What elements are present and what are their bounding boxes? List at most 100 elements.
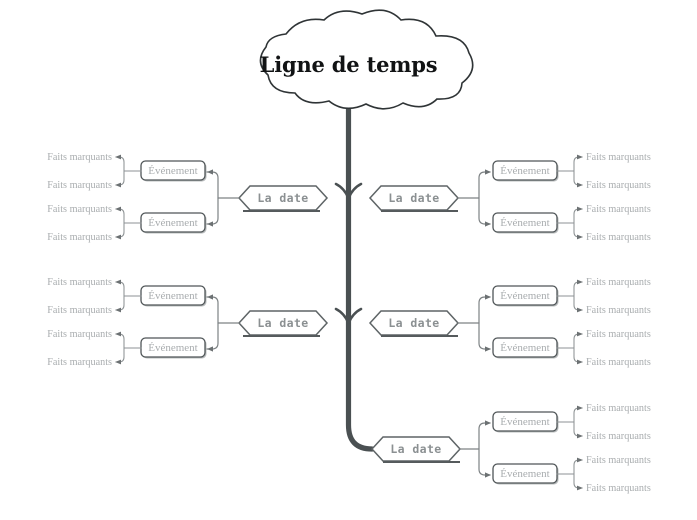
arrow-fact1-right-2-1 <box>577 279 583 285</box>
event-node-left-1-1[interactable]: Événement <box>140 160 207 182</box>
event-label-right-1-1: Événement <box>500 165 549 177</box>
fact-label-right-2-2-1: Faits marquants <box>586 329 651 340</box>
link-fact1-right-1-1 <box>573 156 583 172</box>
arrow-ev1-right-3 <box>485 420 491 426</box>
arrow-ev1-left-1 <box>207 169 213 175</box>
link-fact1-right-3-2 <box>573 459 583 475</box>
arrow-fact2-right-1-2 <box>577 234 583 240</box>
event-node-right-3-2[interactable]: Événement <box>492 463 559 485</box>
arrow-fact2-right-3-2 <box>577 485 583 491</box>
arrow-ev2-right-1 <box>485 221 491 227</box>
link-fact1-right-3-1 <box>573 407 583 423</box>
arrow-fact1-right-1-2 <box>577 206 583 212</box>
link-fact1-right-2-2 <box>573 333 583 349</box>
fact-label-right-1-2-2: Faits marquants <box>586 232 651 243</box>
date-node-left-2[interactable]: La date <box>237 310 329 337</box>
event-node-left-1-2[interactable]: Événement <box>140 212 207 234</box>
event-node-right-3-1[interactable]: Événement <box>492 411 559 433</box>
branch-right-1: La date Événement Faits marquants Faits … <box>368 152 651 243</box>
link-fact2-left-1-1 <box>115 170 125 186</box>
date-label-right-2: La date <box>388 316 439 330</box>
fact-label-left-2-1-1: Faits marquants <box>47 277 112 288</box>
arrow-ev2-left-1 <box>207 221 213 227</box>
link-spine-ev2-left-1 <box>206 197 219 225</box>
fact-label-left-2-2-2: Faits marquants <box>47 357 112 368</box>
arrow-ev2-left-2 <box>207 346 213 352</box>
fact-label-right-3-2-1: Faits marquants <box>586 455 651 466</box>
date-label-left-1: La date <box>257 191 308 205</box>
event-label-left-2-1: Événement <box>148 290 197 302</box>
link-fact1-right-1-2 <box>573 208 583 224</box>
fact-label-right-1-1-2: Faits marquants <box>586 180 651 191</box>
fact-label-right-2-1-1: Faits marquants <box>586 277 651 288</box>
event-label-left-1-1: Événement <box>148 165 197 177</box>
fact-label-left-2-2-1: Faits marquants <box>47 329 112 340</box>
fact-label-left-1-2-1: Faits marquants <box>47 204 112 215</box>
event-node-left-2-1[interactable]: Événement <box>140 285 207 307</box>
fact-label-right-3-1-1: Faits marquants <box>586 403 651 414</box>
cloud-shape <box>259 9 474 110</box>
event-node-right-1-2[interactable]: Événement <box>492 212 559 234</box>
arrow-fact1-right-1-1 <box>577 154 583 160</box>
link-spine-ev2-right-1 <box>478 197 491 225</box>
fact-label-left-2-1-2: Faits marquants <box>47 305 112 316</box>
link-fact2-right-2-2 <box>573 347 583 363</box>
date-node-left-1[interactable]: La date <box>237 185 329 212</box>
link-spine-ev1-right-1 <box>478 171 491 199</box>
link-fact1-left-2-1 <box>115 281 125 297</box>
link-fact1-left-1-2 <box>115 208 125 224</box>
event-label-left-1-2: Événement <box>148 217 197 229</box>
link-spine-ev2-left-2 <box>206 322 219 350</box>
arrow-fact1-right-2-2 <box>577 331 583 337</box>
arrow-fact1-right-3-1 <box>577 405 583 411</box>
arrow-fact1-left-1-2 <box>115 206 121 212</box>
arrow-ev1-right-2 <box>485 294 491 300</box>
link-spine-ev2-right-2 <box>478 322 491 350</box>
link-spine-ev1-right-3 <box>478 422 491 450</box>
hex-shape-left-2 <box>237 310 329 336</box>
link-fact1-left-2-2 <box>115 333 125 349</box>
link-fact2-right-2-1 <box>573 295 583 311</box>
date-label-left-2: La date <box>257 316 308 330</box>
link-fact2-left-2-1 <box>115 295 125 311</box>
date-node-right-3[interactable]: La date <box>370 436 462 463</box>
link-fact2-left-2-2 <box>115 347 125 363</box>
link-fact1-right-2-1 <box>573 281 583 297</box>
fact-label-left-1-2-2: Faits marquants <box>47 232 112 243</box>
trunk-flare-left-2 <box>334 307 350 325</box>
link-spine-ev1-left-1 <box>206 171 219 199</box>
arrow-fact2-right-3-1 <box>577 433 583 439</box>
trunk-flare-right-1 <box>347 182 363 200</box>
arrow-fact1-right-3-2 <box>577 457 583 463</box>
link-fact2-left-1-2 <box>115 222 125 238</box>
branch-right-3: La date Événement Faits marquants Faits … <box>370 403 651 494</box>
link-fact2-right-3-2 <box>573 473 583 489</box>
arrow-fact2-left-1-1 <box>115 182 121 188</box>
root-cloud[interactable]: Ligne de temps <box>259 9 474 110</box>
arrow-fact1-left-2-2 <box>115 331 121 337</box>
trunk-spine <box>345 98 375 452</box>
date-node-right-1[interactable]: La date <box>368 185 460 212</box>
event-label-left-2-2: Événement <box>148 342 197 354</box>
arrow-ev2-right-2 <box>485 346 491 352</box>
event-label-right-3-2: Événement <box>500 468 549 480</box>
trunk-flare-right-2 <box>347 307 363 325</box>
event-node-right-2-2[interactable]: Événement <box>492 337 559 359</box>
arrow-fact1-left-2-1 <box>115 279 121 285</box>
event-label-right-1-2: Événement <box>500 217 549 229</box>
date-node-right-2[interactable]: La date <box>368 310 460 337</box>
link-fact2-right-1-2 <box>573 222 583 238</box>
hex-shape-left-1 <box>237 185 329 211</box>
event-node-right-2-1[interactable]: Événement <box>492 285 559 307</box>
arrow-fact2-left-2-1 <box>115 307 121 313</box>
link-spine-ev1-right-2 <box>478 296 491 324</box>
arrow-fact2-left-1-2 <box>115 234 121 240</box>
event-node-left-2-2[interactable]: Événement <box>140 337 207 359</box>
event-label-right-3-1: Événement <box>500 416 549 428</box>
date-label-right-1: La date <box>388 191 439 205</box>
trunk-flare-left-1 <box>334 182 350 200</box>
link-spine-ev2-right-3 <box>478 448 491 476</box>
event-label-right-2-2: Événement <box>500 342 549 354</box>
event-node-right-1-1[interactable]: Événement <box>492 160 559 182</box>
